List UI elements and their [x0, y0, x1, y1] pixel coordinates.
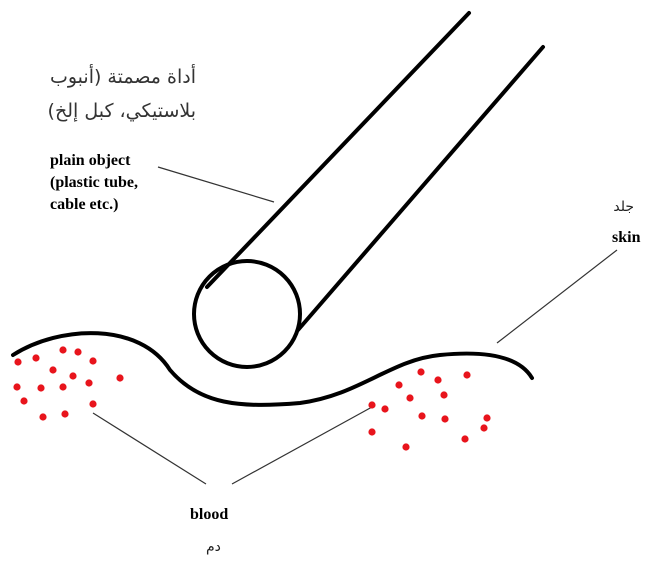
blood-dot — [483, 414, 490, 421]
blood-dot — [406, 394, 413, 401]
blood-dot — [89, 357, 96, 364]
blood-dot — [49, 366, 56, 373]
blood-dot — [461, 435, 468, 442]
blood-dot — [85, 379, 92, 386]
plain-object-tube — [194, 13, 543, 367]
blood-dots — [13, 346, 490, 450]
object-label-arabic-line2: بلاستيكي، كبل إلخ) — [48, 96, 196, 126]
blood-dot — [74, 348, 81, 355]
tube-lower-edge — [298, 47, 543, 330]
blood-dot — [116, 374, 123, 381]
blood-dot — [69, 372, 76, 379]
skin-label-arabic: جلد — [613, 198, 634, 216]
skin-leader-line — [497, 250, 617, 343]
leader-lines — [93, 167, 617, 484]
blood-dot — [39, 413, 46, 420]
blood-dot — [59, 383, 66, 390]
blood-dot — [13, 383, 20, 390]
blood-dot — [417, 368, 424, 375]
blood-dot — [14, 358, 21, 365]
object-label-english-line3: cable etc.) — [50, 194, 118, 216]
blood-dot — [402, 443, 409, 450]
blood-dot — [418, 412, 425, 419]
blood-leader-line-left — [93, 413, 206, 484]
blood-dot — [37, 384, 44, 391]
object-label-arabic-line1: أداة مصمتة (أنبوب — [50, 62, 196, 92]
object-label-english-line2: (plastic tube, — [50, 172, 138, 194]
blood-dot — [434, 376, 441, 383]
tube-upper-edge — [207, 13, 469, 287]
blood-label-arabic: دم — [206, 538, 221, 556]
blood-dot — [32, 354, 39, 361]
skin-surface-line — [13, 333, 532, 405]
blood-dot — [381, 405, 388, 412]
blood-dot — [395, 381, 402, 388]
blood-dot — [89, 400, 96, 407]
blood-dot — [440, 391, 447, 398]
blood-dot — [20, 397, 27, 404]
blood-dot — [368, 428, 375, 435]
object-label-english-line1: plain object — [50, 150, 130, 172]
blood-leader-line-right — [232, 407, 372, 484]
blood-dot — [59, 346, 66, 353]
blood-dot — [61, 410, 68, 417]
object-leader-line — [158, 167, 274, 202]
blood-dot — [463, 371, 470, 378]
tube-end-opening — [194, 261, 300, 367]
blood-dot — [480, 424, 487, 431]
blood-label-english: blood — [190, 504, 228, 526]
blood-dot — [368, 401, 375, 408]
blood-dot — [441, 415, 448, 422]
skin-label-english: skin — [612, 227, 640, 249]
